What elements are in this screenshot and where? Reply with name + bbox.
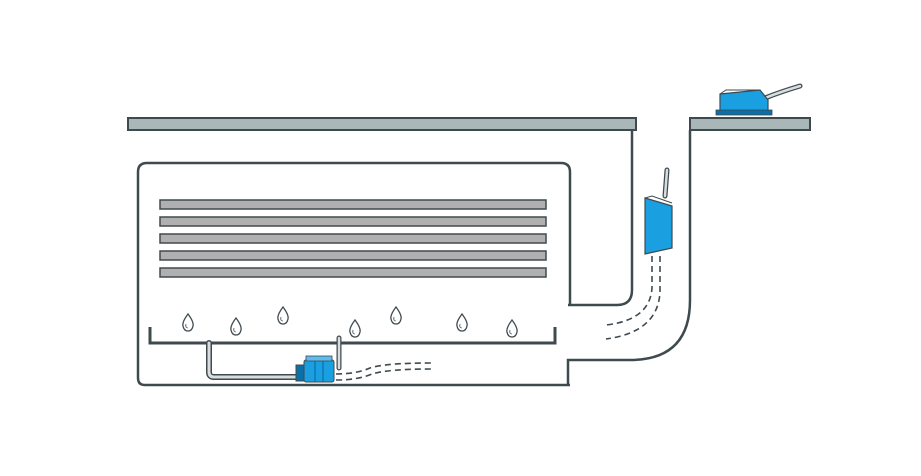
- evaporator-fin: [159, 250, 547, 261]
- water-droplet-highlight: [185, 323, 189, 329]
- condensate-droplets: [182, 305, 518, 338]
- ceiling-slab-right: [689, 117, 811, 131]
- water-droplet-highlight: [352, 329, 356, 335]
- water-droplet-icon: [230, 316, 242, 336]
- water-droplet-icon: [349, 318, 361, 338]
- water-droplet-highlight: [233, 327, 237, 333]
- condensate-pump-in-trunking: [644, 167, 673, 255]
- evaporator-fin: [159, 267, 547, 278]
- water-droplet-highlight: [459, 323, 463, 329]
- condensate-pump-above-ceiling: [715, 83, 803, 116]
- water-droplet-icon: [456, 312, 468, 332]
- dashed-drain-lines-bottom: [335, 362, 433, 381]
- condensate-drip-tray: [148, 327, 557, 345]
- evaporator-fin: [159, 199, 547, 210]
- tray-to-pump-hose-inner: [207, 341, 300, 379]
- water-droplet-icon: [182, 312, 194, 332]
- water-droplet-highlight: [509, 329, 513, 335]
- water-droplet-highlight: [280, 316, 284, 322]
- evaporator-coil-fins: [159, 199, 547, 278]
- water-droplet-icon: [506, 318, 518, 338]
- water-droplet-icon: [390, 305, 402, 325]
- dashed-drain-lines-duct: [605, 256, 661, 340]
- water-droplet-highlight: [393, 316, 397, 322]
- evaporator-fin: [159, 216, 547, 227]
- water-droplet-icon: [277, 305, 289, 325]
- ceiling-slab-left: [127, 117, 637, 131]
- evaporator-fin: [159, 233, 547, 244]
- indoor-unit-casing: [136, 161, 572, 387]
- condensate-pump-in-tray: [295, 355, 335, 383]
- tray-to-pump-hose: [206, 340, 301, 380]
- duct-outer-wall: [566, 130, 692, 385]
- duct-inner-wall: [568, 130, 634, 307]
